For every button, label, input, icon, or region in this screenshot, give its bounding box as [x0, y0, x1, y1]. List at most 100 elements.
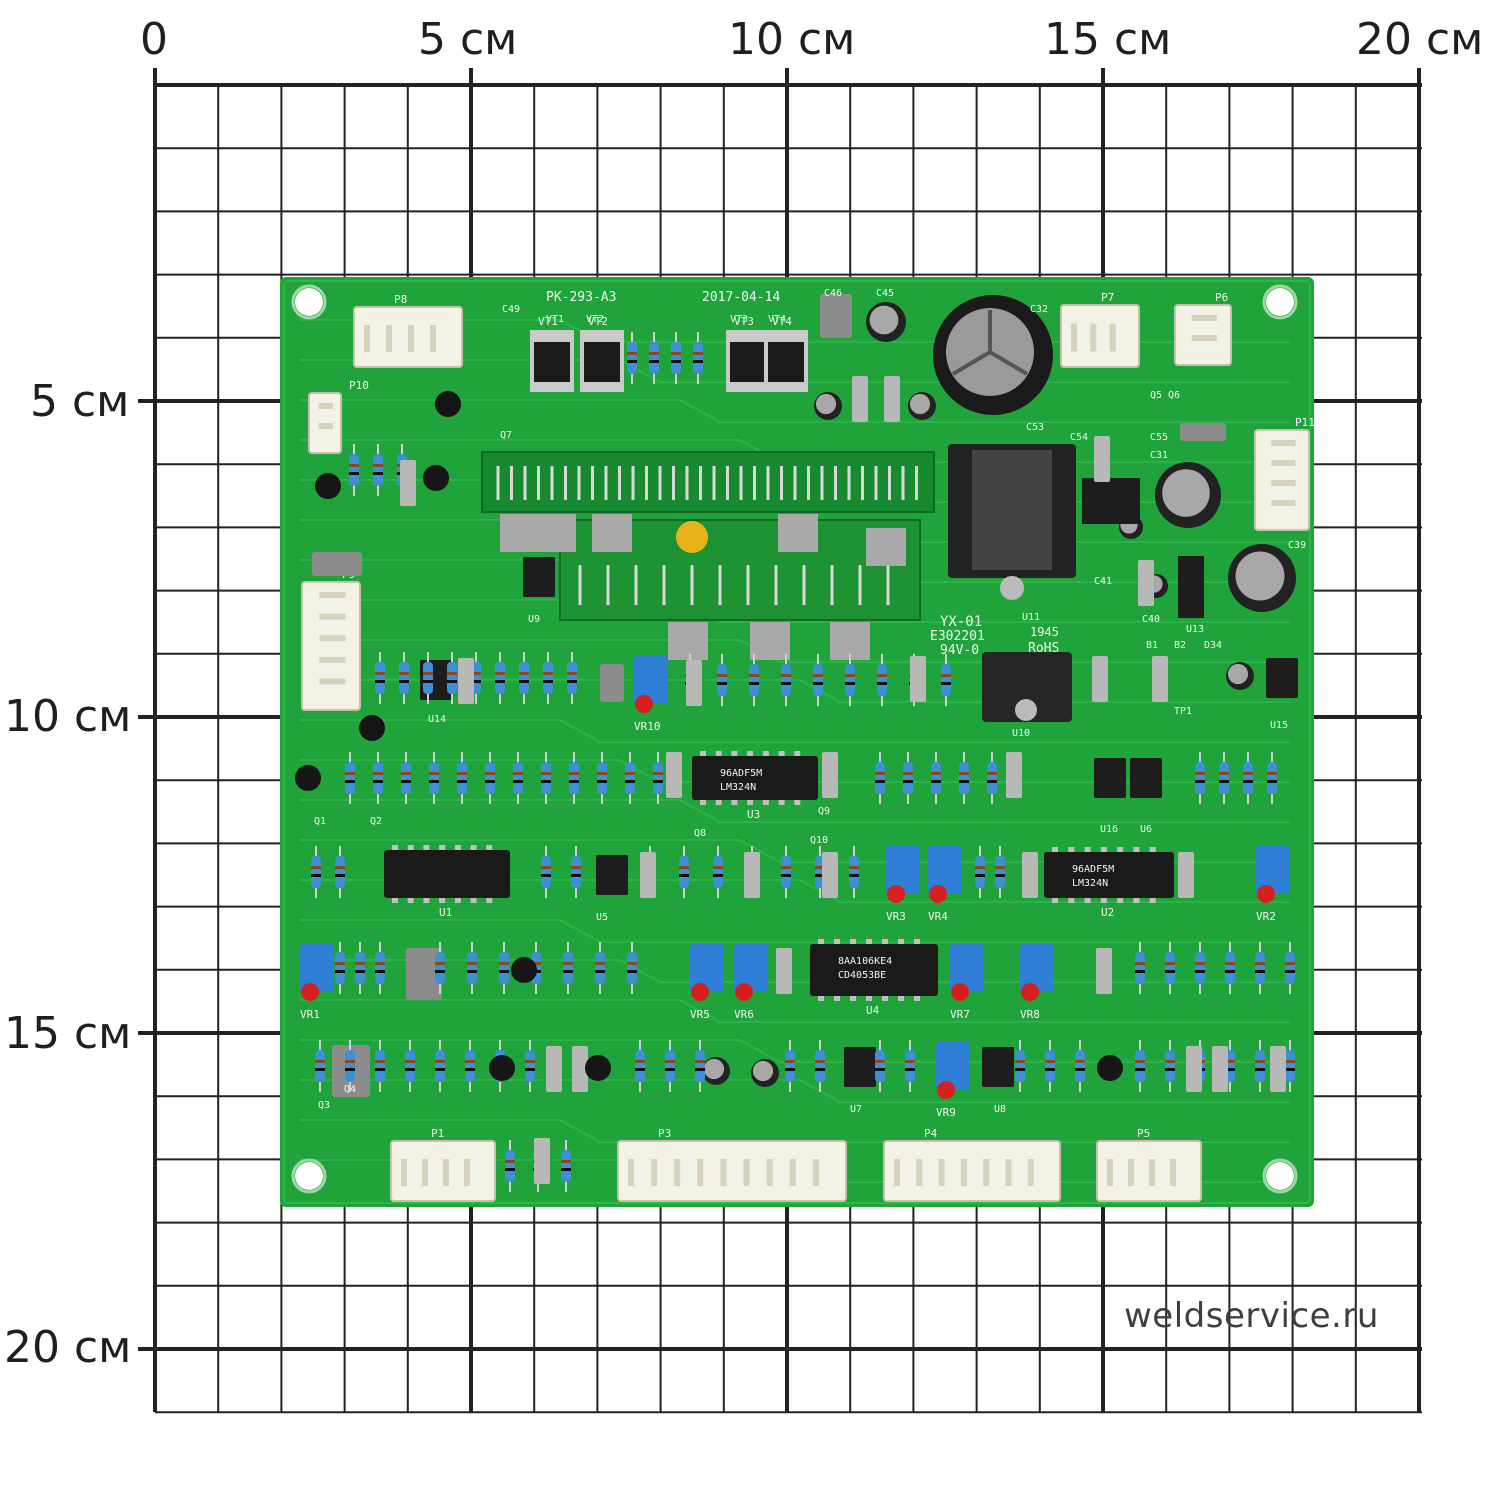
grey-pad: [536, 514, 576, 552]
resistor-band: [595, 970, 605, 973]
resistor: [975, 856, 985, 888]
reference-designator: Q2: [370, 816, 382, 827]
trimmer-label: VR2: [1256, 910, 1276, 923]
small-ic: [1094, 758, 1126, 798]
resistor-band: [1255, 1060, 1265, 1063]
ruler-top-15cm: 15 см: [1044, 18, 1171, 62]
ruler-label-text: 10 см: [4, 691, 132, 742]
transistor-body: [584, 342, 620, 382]
ic-pin: [454, 845, 461, 850]
resistor: [375, 1050, 385, 1082]
connector-pin: [983, 1159, 990, 1186]
resistor-band: [635, 1060, 645, 1063]
trimmer-pot: [886, 846, 920, 894]
resistor-band: [1075, 1068, 1085, 1071]
reference-designator: C54: [1070, 432, 1088, 443]
connector-pin: [789, 1159, 796, 1186]
mounting-hole: [295, 1162, 323, 1190]
reference-designator: U13: [1186, 624, 1204, 635]
resistor: [931, 762, 941, 794]
resistor-band: [435, 962, 445, 965]
reference-designator: B1: [1146, 640, 1158, 651]
small-ic: [596, 855, 628, 895]
ruler-label-text: 10 см: [728, 14, 856, 65]
resistor-band: [995, 866, 1005, 869]
mlcc-capacitor: [1270, 1046, 1286, 1092]
reference-designator: D34: [1204, 640, 1222, 651]
mlcc-capacitor: [534, 1138, 550, 1184]
resistor: [373, 454, 383, 486]
resistor-band: [495, 672, 505, 675]
resistor-band: [959, 780, 969, 783]
reference-designator: Q1: [314, 816, 326, 827]
resistor: [845, 664, 855, 696]
resistor-band: [541, 780, 551, 783]
ic-pin: [747, 800, 754, 805]
watermark-text: weldservice.ru: [1124, 1296, 1379, 1336]
transistor-body: [768, 342, 804, 382]
resistor-band: [781, 682, 791, 685]
connector-pin: [1271, 440, 1296, 446]
resistor-band: [713, 866, 723, 869]
ruler-label-text: 20 см: [1356, 14, 1484, 65]
board-model-label: PK-293-A3: [546, 290, 616, 305]
resistor: [345, 762, 355, 794]
reference-designator: U14: [428, 714, 446, 725]
resistor-band: [423, 680, 433, 683]
trimmer-label: VR10: [634, 720, 661, 733]
ic-marking: 8AA106KE4: [838, 956, 892, 967]
resistor-band: [695, 1060, 705, 1063]
film-capacitor: [1180, 423, 1226, 441]
to92-transistor: [359, 715, 385, 741]
ic-pin: [1068, 847, 1075, 852]
resistor: [541, 856, 551, 888]
daughter-board-top: [481, 451, 935, 513]
connector-label: P7: [1101, 291, 1114, 304]
resistor: [813, 664, 823, 696]
connector-pin: [938, 1159, 945, 1186]
resistor-band: [1195, 772, 1205, 775]
resistor: [635, 1050, 645, 1082]
connector-pin: [1271, 480, 1296, 486]
trimmer-screw: [691, 983, 709, 1001]
ic-pin: [1084, 898, 1091, 903]
reference-designator: Q4: [344, 1084, 356, 1095]
resistor-band: [349, 472, 359, 475]
resistor: [597, 762, 607, 794]
resistor: [467, 952, 477, 984]
resistor-band: [435, 1060, 445, 1063]
resistor-band: [1045, 1068, 1055, 1071]
connector-pin: [1109, 323, 1116, 352]
resistor-band: [781, 874, 791, 877]
resistor: [625, 762, 635, 794]
resistor: [815, 1050, 825, 1082]
resistor-band: [373, 772, 383, 775]
connector-pin: [1170, 1159, 1176, 1186]
resistor-band: [1243, 772, 1253, 775]
resistor-band: [311, 874, 321, 877]
connector-label: P1: [431, 1127, 444, 1140]
resistor-band: [335, 866, 345, 869]
resistor: [513, 762, 523, 794]
ic-pin: [731, 800, 738, 805]
resistor: [373, 762, 383, 794]
to92-transistor: [489, 1055, 515, 1081]
connector-pin: [743, 1159, 750, 1186]
ic-u4: [810, 944, 938, 996]
resistor: [671, 342, 681, 374]
trimmer-screw: [301, 983, 319, 1001]
resistor-band: [315, 1068, 325, 1071]
ic-pin: [762, 751, 769, 756]
ic-pin: [818, 939, 824, 944]
ruler-left-5cm: 5 см: [30, 380, 129, 424]
resistor: [665, 1050, 675, 1082]
resistor-band: [519, 672, 529, 675]
resistor: [749, 664, 759, 696]
board-date-label: 2017-04-14: [702, 290, 780, 305]
resistor: [679, 856, 689, 888]
mlcc-capacitor: [822, 752, 838, 798]
resistor: [519, 662, 529, 694]
reference-designator: C31: [1150, 450, 1168, 461]
ic-pin: [778, 751, 785, 756]
small-ic: [523, 557, 555, 597]
